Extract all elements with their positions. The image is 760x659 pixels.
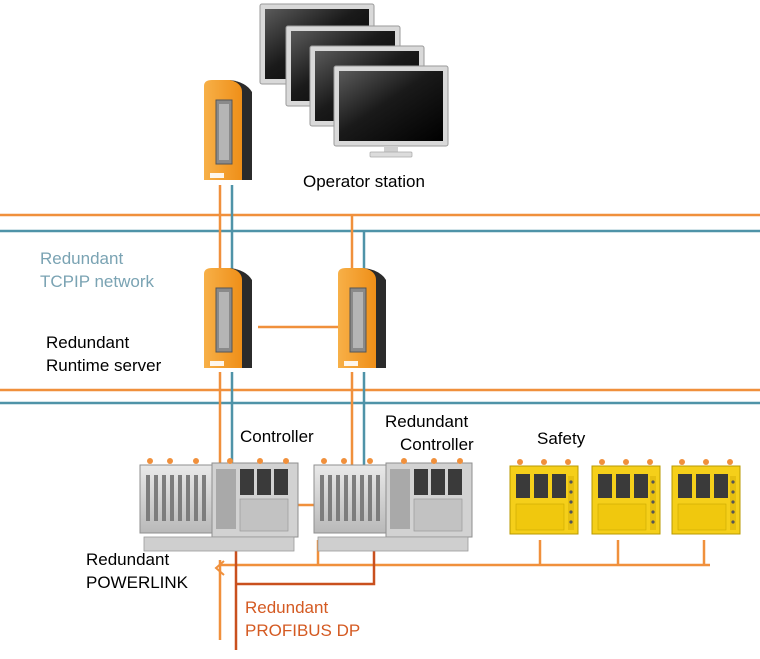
controller-label: Controller bbox=[240, 427, 314, 446]
safety-module-3-icon bbox=[671, 458, 741, 535]
redundant-controller-label-line1: Redundant bbox=[385, 412, 469, 431]
powerlink-label-line2: POWERLINK bbox=[86, 573, 189, 592]
profibus-bus bbox=[236, 540, 376, 586]
profibus-label-line1: Redundant bbox=[245, 598, 329, 617]
runtime-server-1-icon bbox=[203, 267, 253, 369]
powerlink-label-line1: Redundant bbox=[86, 550, 170, 569]
redundant-controller-label-line2: Controller bbox=[400, 435, 474, 454]
runtime-server-2-icon bbox=[337, 267, 387, 369]
safety-module-1-icon bbox=[509, 458, 579, 535]
powerlink-arrow-icon bbox=[214, 560, 225, 576]
controller-icon bbox=[139, 457, 299, 552]
profibus-label-line2: PROFIBUS DP bbox=[245, 621, 361, 640]
safety-label: Safety bbox=[537, 429, 586, 448]
operator-server-icon bbox=[203, 79, 253, 181]
tcpip-network-label-line2: TCPIP network bbox=[40, 272, 155, 291]
runtime-server-label-line1: Redundant bbox=[46, 333, 130, 352]
redundant-controller-icon bbox=[313, 457, 473, 552]
safety-module-2-icon bbox=[591, 458, 661, 535]
runtime-server-label-line2: Runtime server bbox=[46, 356, 162, 375]
tcpip-network-label-line1: Redundant bbox=[40, 249, 124, 268]
operator-station-label: Operator station bbox=[303, 172, 425, 191]
monitor-stack-icon bbox=[259, 3, 449, 158]
